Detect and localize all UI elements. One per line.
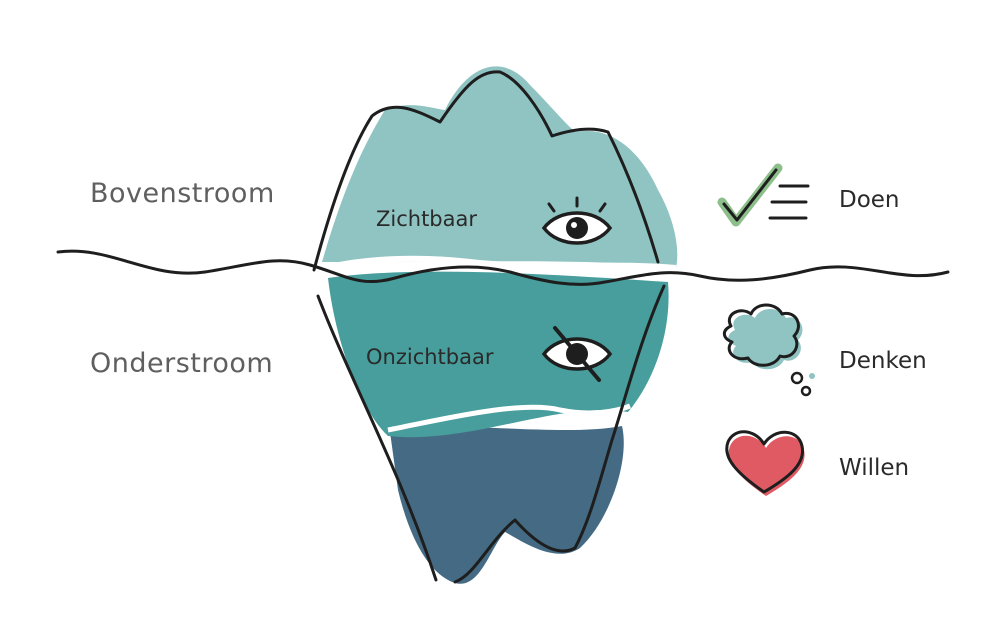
level-label-above: Bovenstroom — [90, 178, 275, 209]
middle-base-separator — [387, 403, 631, 433]
aspect-label-denken: Denken — [839, 348, 927, 374]
heart-icon — [725, 430, 805, 496]
eye-crossed-icon — [541, 326, 613, 382]
check-list-icon — [717, 163, 810, 227]
invisible-label: Onzichtbaar — [366, 345, 494, 369]
iceberg-tip-outline — [312, 70, 660, 272]
iceberg-bottom-outline-right — [453, 284, 666, 584]
level-label-below: Onderstroom — [90, 348, 273, 379]
tip-middle-separator — [317, 255, 677, 273]
iceberg-bottom-outline-left — [316, 294, 438, 582]
water-line — [56, 249, 950, 286]
iceberg-base — [390, 426, 624, 584]
visible-label: Zichtbaar — [376, 207, 477, 231]
aspect-label-doen: Doen — [839, 187, 900, 213]
iceberg-middle — [328, 271, 669, 438]
aspect-label-willen: Willen — [839, 455, 909, 481]
thought-cloud-icon — [722, 303, 815, 397]
eye-icon — [541, 196, 613, 245]
